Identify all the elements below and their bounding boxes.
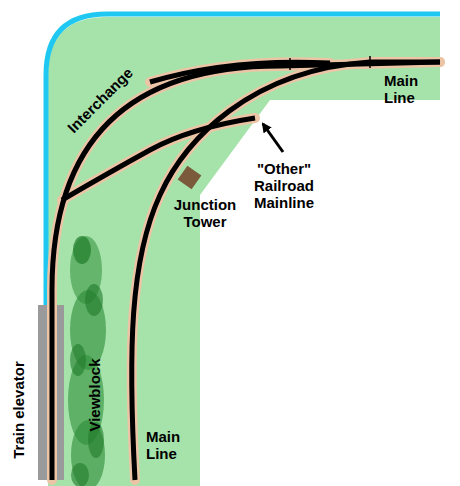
track-label: Main Line <box>384 72 434 106</box>
viewblock-trees <box>68 236 106 486</box>
scenery-label: Viewblock <box>86 358 103 431</box>
main-line-track <box>132 62 440 480</box>
track-label: Main Line <box>146 428 196 462</box>
leader-arrow <box>263 124 283 152</box>
interchange-track <box>52 62 440 480</box>
track <box>52 62 440 480</box>
turnout-mark <box>289 58 291 70</box>
crossover-track <box>150 62 330 82</box>
track-label: "Other" Railroad Mainline <box>234 160 334 211</box>
benchwork <box>48 17 440 486</box>
junction-tower <box>178 166 202 190</box>
other-mainline-track <box>62 118 255 200</box>
structure-label: Junction Tower <box>168 196 242 230</box>
turnout-mark <box>369 56 371 68</box>
ballast <box>52 62 440 480</box>
equipment-label: Train elevator <box>10 361 27 459</box>
